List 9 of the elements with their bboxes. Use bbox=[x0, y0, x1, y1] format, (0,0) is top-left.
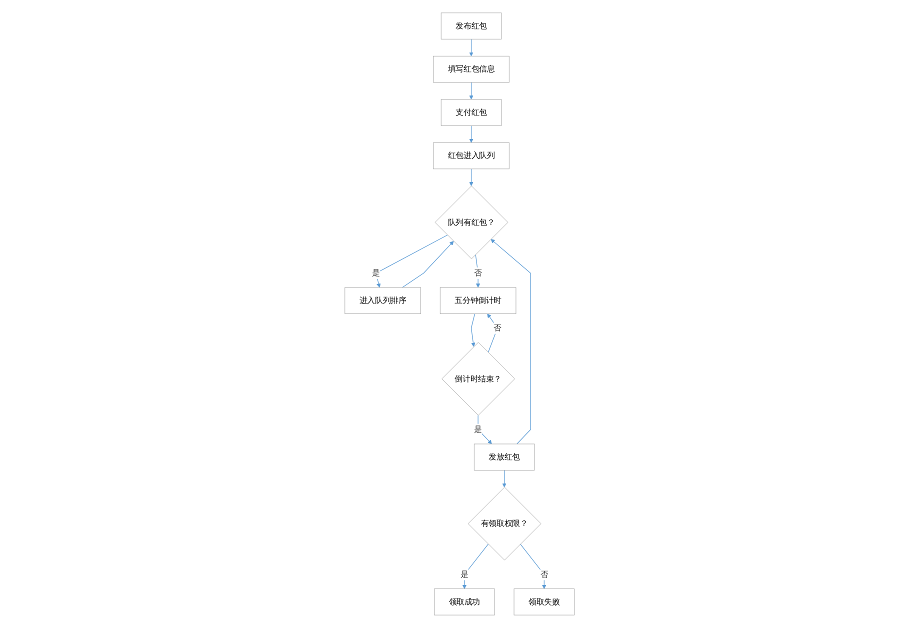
arrow bbox=[376, 234, 448, 288]
arrow bbox=[402, 240, 454, 288]
arrow bbox=[471, 312, 476, 346]
arrow bbox=[502, 469, 507, 487]
arrow bbox=[491, 238, 532, 444]
arrow bbox=[470, 124, 474, 142]
arrow bbox=[470, 82, 474, 100]
arrow bbox=[470, 168, 474, 186]
arrow bbox=[470, 38, 474, 56]
